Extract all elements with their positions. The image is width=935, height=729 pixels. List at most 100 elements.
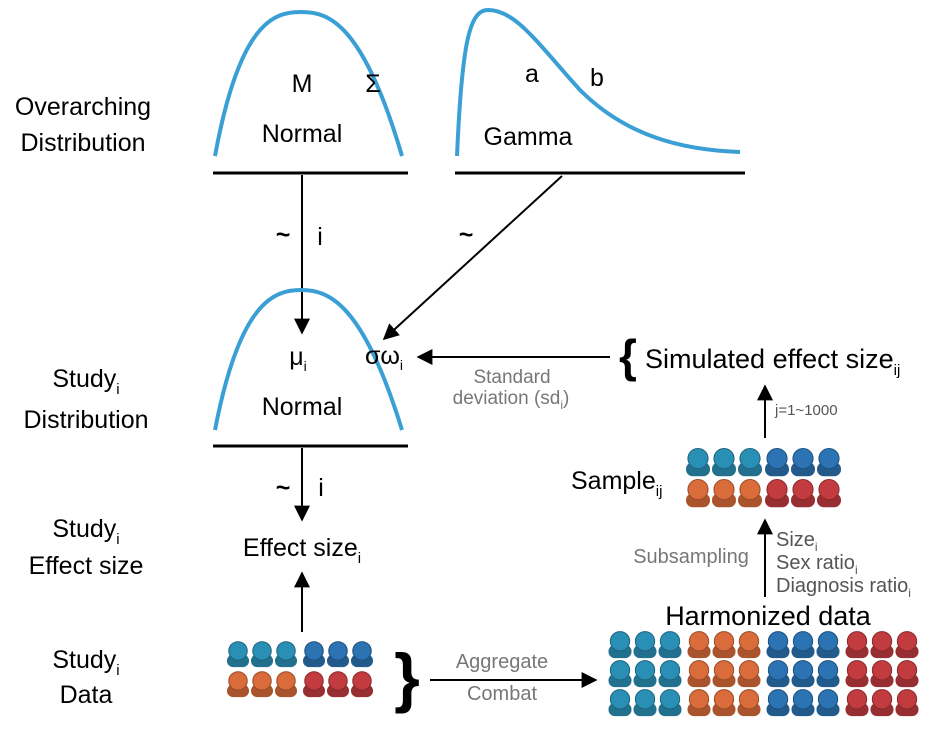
person-head [767,660,789,681]
person-head [738,660,760,681]
row-label-line2: Data [60,681,113,709]
arrow-study-to-effect: ~ i [276,448,324,522]
subsampling-label: Subsampling [633,546,749,568]
row-label-line2: Effect size [29,552,144,580]
person-head [252,641,272,661]
person-head [792,478,814,501]
person-head [687,478,709,501]
person-head [818,478,840,501]
person-head [713,631,735,652]
person-head [609,689,631,710]
person-head [688,631,710,652]
person-head [767,631,789,652]
person-head [896,631,918,652]
person-head [846,660,868,681]
person-head [792,689,814,710]
normal-study-distribution: μi σωi Normal [213,287,408,448]
person-head [659,660,681,681]
person-head [766,478,788,501]
person-head [792,660,814,681]
row-label-line1: Studyi [52,365,119,398]
arrow-index: i [318,474,324,502]
person-head [846,689,868,710]
row-label-study-data: Studyi Data [52,646,119,709]
normal-study-sigma: σωi [365,342,403,373]
aggregate-label: Aggregate [456,651,548,673]
normal-study-mu: μi [289,343,307,374]
simulated-effect-size: { Simulated effect sizeij [619,330,900,382]
normal-top-name: Normal [262,120,343,148]
person-head [713,447,735,470]
person-head [817,689,839,710]
row-label-study-effect: Studyi Effect size [29,515,144,580]
arrow-aggregate-combat: Aggregate Combat [430,651,598,705]
arrow-index: i [317,223,323,251]
normal-study-curve [213,287,404,431]
normal-top-distribution: M Σ Normal [213,9,408,175]
iterations-label: j=1~1000 [774,402,838,419]
person-head [304,641,324,661]
row-label-study-distribution: Studyi Distribution [23,365,148,434]
arrow-tilde: ~ [276,221,291,249]
person-head [739,447,761,470]
normal-top-param-sigma: Σ [365,70,380,98]
arrow-gamma-to-sigma: ~ [382,175,563,341]
person-head [328,671,348,691]
person-head [818,447,840,470]
person-head [276,671,296,691]
person-head [871,689,893,710]
arrow-tilde: ~ [459,221,474,249]
person-head [634,631,656,652]
person-head [609,660,631,681]
person-head [817,660,839,681]
person-head [792,447,814,470]
arrow-line [382,175,563,341]
person-head [228,641,248,661]
person-head [328,641,348,661]
row-label-line2: Distribution [20,129,145,157]
person-head [817,631,839,652]
person-head [352,671,372,691]
gamma-distribution: a b Gamma [455,7,745,175]
gamma-curve [455,7,741,157]
person-head [846,631,868,652]
person-head [304,671,324,691]
normal-top-param-mean: M [292,70,313,98]
arrow-iterations: j=1~1000 [757,384,838,438]
person-head [688,689,710,710]
person-head [738,631,760,652]
sd-label-line2: deviation (sdi) [453,388,570,412]
normal-study-name: Normal [262,393,343,421]
row-label-line1: Studyi [52,646,119,679]
person-head [738,689,760,710]
gamma-param-a: a [525,60,539,88]
person-head [739,478,761,501]
person-head [352,641,372,661]
person-head [634,689,656,710]
simulated-brace: { [619,330,637,382]
person-head [609,631,631,652]
person-head [896,689,918,710]
simulated-label: Simulated effect sizeij [645,344,900,379]
arrow-subsampling: Subsampling Sizei Sex ratioi Diagnosis r… [633,518,911,600]
param-size: Sizei [776,529,818,554]
arrow-mean-to-mu: ~ i [276,175,323,335]
person-head [767,689,789,710]
person-head [228,671,248,691]
row-label-overarching: Overarching Distribution [15,93,151,157]
person-head [871,631,893,652]
combat-label: Combat [467,683,537,705]
harmonized-data-title: Harmonized data [665,601,872,631]
row-label-line1: Overarching [15,93,151,121]
person-head [634,660,656,681]
sd-label-line1: Standard [473,367,550,388]
param-diagnosis-ratio: Diagnosis ratioi [776,575,911,600]
person-head [896,660,918,681]
person-head [766,447,788,470]
person-head [871,660,893,681]
row-label-line2: Distribution [23,406,148,434]
param-sex-ratio: Sex ratioi [776,552,858,577]
person-head [252,671,272,691]
person-head [688,660,710,681]
